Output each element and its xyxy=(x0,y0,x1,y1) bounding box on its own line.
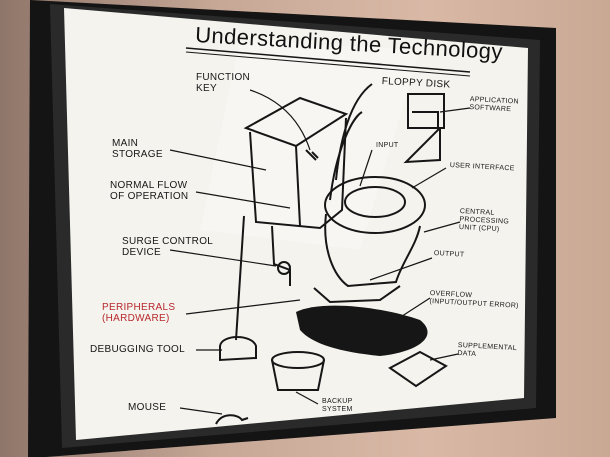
arrow-mouse xyxy=(179,407,223,415)
surge-valve-icon xyxy=(277,261,291,275)
label-arrows xyxy=(169,89,471,415)
label-input: Input xyxy=(376,142,399,149)
arrow-cpu xyxy=(423,221,461,233)
label-output: Output xyxy=(433,250,465,259)
label-normal-flow: Normal flow of operation xyxy=(110,180,189,202)
arrow-application-software xyxy=(439,107,471,113)
toilet-drawing xyxy=(215,83,448,425)
tank-body xyxy=(249,117,347,230)
arrow-output xyxy=(369,257,433,281)
title-underline-2 xyxy=(185,51,471,77)
label-surge-control: Surge control device xyxy=(122,236,214,258)
tank-front xyxy=(295,145,301,227)
arrow-user-interface xyxy=(411,167,447,189)
arrow-input xyxy=(359,149,373,187)
toilet-foot xyxy=(313,285,401,304)
label-backup-system: Backup system xyxy=(322,398,353,413)
label-supplemental-data: Supplemental data xyxy=(457,342,518,358)
label-main-storage: Main storage xyxy=(112,138,163,160)
arrow-backup xyxy=(295,391,319,405)
label-peripherals: Peripherals (Hardware) xyxy=(102,302,176,324)
floppy-cable xyxy=(335,83,373,181)
toilet-base xyxy=(324,213,421,288)
water-pipe xyxy=(271,225,291,286)
toilet-seat xyxy=(324,176,426,234)
arrow-main-storage xyxy=(169,149,267,171)
label-application-software: Application software xyxy=(469,96,520,114)
label-cpu: Central processing unit (CPU) xyxy=(458,208,510,234)
mouse-icon xyxy=(215,414,249,425)
arrow-overflow xyxy=(395,297,431,321)
newspaper-icon xyxy=(388,350,448,388)
toilet-bowl-opening xyxy=(344,186,406,218)
arrow-supplemental xyxy=(429,353,459,361)
overflow-puddle xyxy=(296,305,428,356)
label-mouse: Mouse xyxy=(128,402,167,413)
arrow-surge-control xyxy=(169,249,277,267)
toilet-lid xyxy=(329,111,363,201)
toilet-paper-roll-icon xyxy=(403,111,441,164)
label-function-key: Function key xyxy=(196,72,251,94)
flush-handle-icon xyxy=(305,149,319,161)
arrow-function-key xyxy=(249,89,311,151)
label-debugging-tool: Debugging tool xyxy=(90,344,185,355)
backup-bucket-body xyxy=(271,359,325,391)
arrow-normal-flow xyxy=(195,191,291,209)
arrow-peripherals xyxy=(185,299,301,315)
title-underline xyxy=(185,47,471,73)
plunger-icon xyxy=(219,215,257,362)
